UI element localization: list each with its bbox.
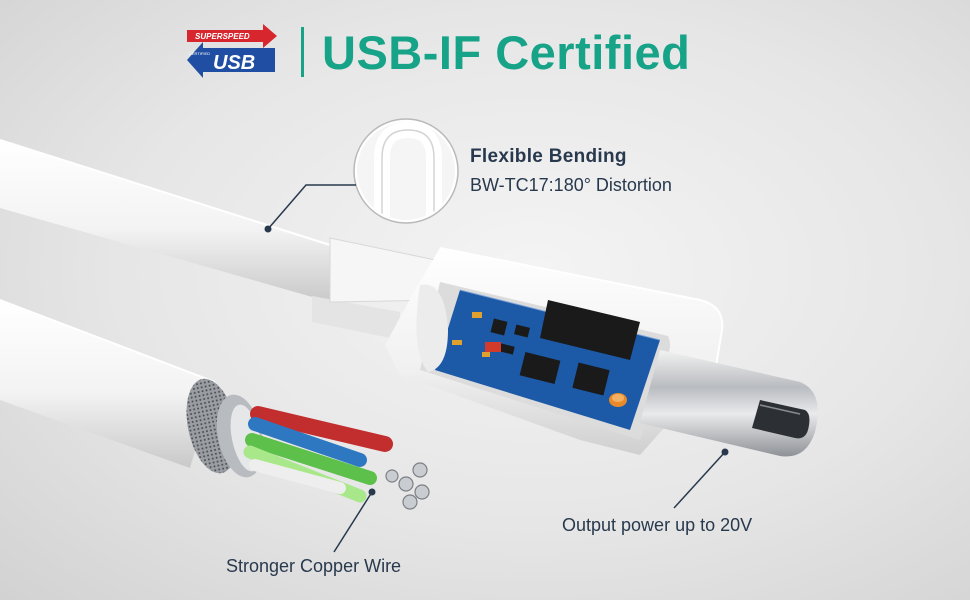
usb-c-housing xyxy=(385,247,818,457)
header-divider xyxy=(301,27,304,77)
flexible-bending-title: Flexible Bending xyxy=(470,146,627,167)
header: SUPERSPEED USB CERTIFIED USB-IF Certifie… xyxy=(185,24,690,80)
upper-cable xyxy=(0,139,446,340)
svg-text:CERTIFIED: CERTIFIED xyxy=(189,51,210,56)
superspeed-usb-logo: SUPERSPEED USB CERTIFIED xyxy=(187,24,277,78)
svg-text:USB: USB xyxy=(213,52,255,74)
flexible-bending-spec: BW-TC17:180° Distortion xyxy=(470,175,672,195)
bend-loupe xyxy=(353,118,459,224)
copper-wires xyxy=(243,406,430,510)
page-title: USB-IF Certified xyxy=(322,25,691,79)
lower-cable xyxy=(0,299,264,478)
svg-text:SUPERSPEED: SUPERSPEED xyxy=(195,32,250,41)
copper-wire-label: Stronger Copper Wire xyxy=(226,556,402,576)
output-power-label: Output power up to 20V xyxy=(562,515,753,535)
leader-lines xyxy=(264,184,729,553)
